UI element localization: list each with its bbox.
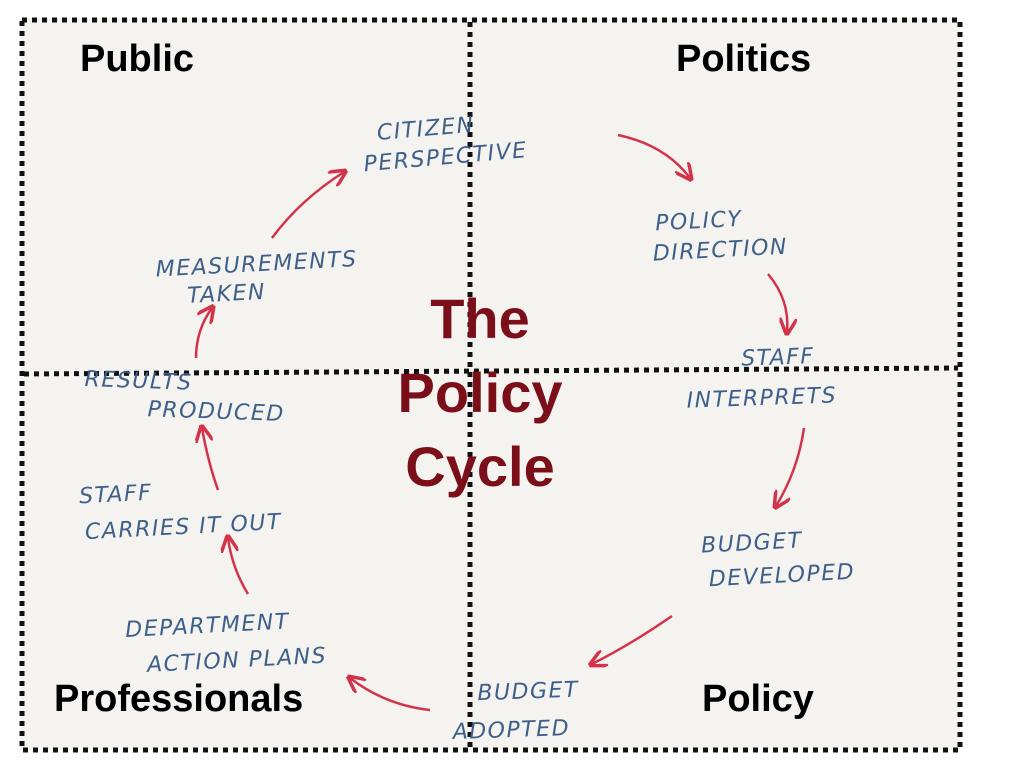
arrow-plans-to-carries xyxy=(228,538,250,595)
step-staff-interprets: STAFF INTERPRETS xyxy=(686,344,837,413)
arrow-carries-to-results xyxy=(202,428,220,491)
arrow-policy-to-staff xyxy=(767,273,787,332)
svg-text:TAKEN: TAKEN xyxy=(187,280,267,309)
arrow-adopted-to-plans xyxy=(350,678,431,712)
svg-text:ACTION PLANS: ACTION PLANS xyxy=(145,644,328,678)
svg-text:INTERPRETS: INTERPRETS xyxy=(686,383,837,413)
step-measurements-taken: MEASUREMENTS TAKEN xyxy=(155,247,358,309)
dotted-border xyxy=(19,17,963,753)
quadrant-label-professionals: Professionals xyxy=(54,678,304,720)
step-department-action-plans: DEPARTMENT ACTION PLANS xyxy=(125,609,328,678)
arrow-developed-to-adopted xyxy=(592,614,673,664)
svg-text:BUDGET: BUDGET xyxy=(700,528,803,558)
step-staff-carries-it-out: STAFF CARRIES IT OUT xyxy=(78,481,282,546)
svg-text:CITIZEN: CITIZEN xyxy=(376,113,476,146)
svg-text:MEASUREMENTS: MEASUREMENTS xyxy=(155,247,358,283)
svg-text:DEVELOPED: DEVELOPED xyxy=(708,560,855,593)
paper-background xyxy=(20,18,960,750)
diagram-title: The Policy Cycle xyxy=(330,282,630,504)
svg-text:DIRECTION: DIRECTION xyxy=(652,235,788,267)
step-budget-developed: BUDGET DEVELOPED xyxy=(700,528,855,593)
title-line-3: Cycle xyxy=(405,435,555,498)
arrow-staff-to-budget xyxy=(776,427,806,506)
title-line-1: The xyxy=(430,287,530,350)
quadrant-label-policy: Policy xyxy=(702,678,814,720)
step-citizen-perspective: CITIZEN PERSPECTIVE xyxy=(363,113,529,178)
svg-text:STAFF: STAFF xyxy=(78,481,152,510)
step-results-produced: RESULTS PRODUCED xyxy=(84,367,285,427)
svg-text:STAFF: STAFF xyxy=(741,344,815,372)
svg-text:BUDGET: BUDGET xyxy=(477,678,579,707)
svg-text:POLICY: POLICY xyxy=(655,207,743,237)
quadrant-label-politics: Politics xyxy=(676,38,812,80)
arrow-measurements-to-citizen xyxy=(270,172,344,239)
svg-text:RESULTS: RESULTS xyxy=(84,367,193,396)
quadrant-label-public: Public xyxy=(80,38,195,80)
svg-text:ADOPTED: ADOPTED xyxy=(450,716,570,745)
arrow-citizen-to-policy xyxy=(617,133,690,178)
svg-text:DEPARTMENT: DEPARTMENT xyxy=(125,609,291,643)
svg-text:PRODUCED: PRODUCED xyxy=(147,397,285,427)
title-line-2: Policy xyxy=(397,361,563,424)
step-budget-adopted: BUDGET ADOPTED xyxy=(450,678,579,745)
step-policy-direction: POLICY DIRECTION xyxy=(652,207,788,267)
arrow-results-to-measurements xyxy=(194,308,212,359)
svg-text:CARRIES IT OUT: CARRIES IT OUT xyxy=(84,510,282,545)
